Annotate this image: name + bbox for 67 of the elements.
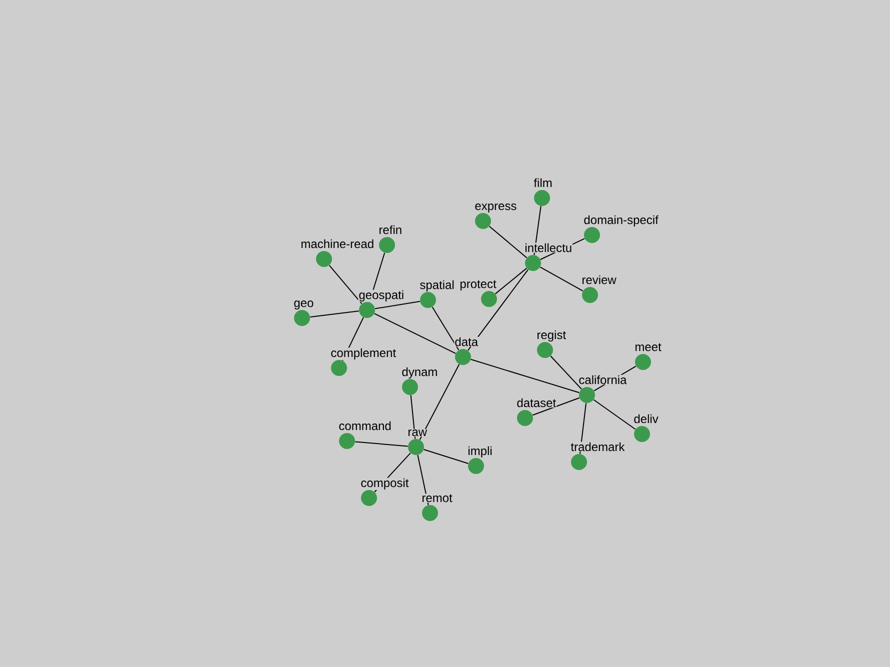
edge-line: [310, 310, 360, 318]
node-label: california: [578, 374, 628, 385]
edge-line: [374, 300, 420, 310]
node-label: review: [581, 274, 617, 285]
node-label: dynam: [401, 366, 438, 379]
edge-line: [419, 364, 460, 440]
node-dot: [579, 387, 595, 403]
edge-line: [550, 356, 582, 390]
node-label: complement: [330, 348, 397, 360]
node-label: film: [533, 178, 553, 188]
node-dot: [537, 342, 553, 358]
node-dot: [634, 426, 650, 442]
edge-line: [354, 441, 408, 447]
node-label: intellectu: [524, 242, 573, 253]
node-dot: [481, 291, 497, 307]
node-dot: [422, 505, 438, 521]
node-dot: [361, 490, 377, 506]
edge-line: [374, 313, 456, 354]
node-label: spatial: [419, 280, 455, 292]
node-dot: [420, 292, 436, 308]
edge-line: [432, 306, 460, 351]
node-dot: [408, 439, 424, 455]
edge-line: [494, 268, 528, 294]
edge-line: [410, 394, 416, 440]
node-dot: [571, 454, 587, 470]
node-label: protect: [459, 280, 497, 291]
node-label: data: [454, 336, 479, 347]
node-label: raw: [407, 429, 428, 437]
node-label: composit: [360, 478, 410, 490]
edge-line: [328, 264, 362, 304]
node-dot: [517, 410, 533, 426]
node-label: remot: [421, 494, 453, 503]
edge-line: [467, 269, 529, 351]
node-dot: [339, 433, 355, 449]
node-label: express: [474, 203, 518, 213]
node-dot: [316, 251, 332, 267]
node-label: dataset: [516, 398, 557, 408]
node-dot: [584, 227, 600, 243]
node-dot: [294, 310, 310, 326]
edge-line: [593, 399, 636, 430]
node-dot: [635, 354, 651, 370]
edge-line: [488, 226, 528, 258]
node-dot: [359, 302, 375, 318]
node-label: trademark: [570, 442, 626, 452]
edge-line: [423, 448, 469, 464]
node-label: impli: [467, 446, 493, 458]
node-dot: [455, 349, 471, 365]
node-dot: [534, 190, 550, 206]
node-label: refin: [378, 224, 403, 235]
node-label: deliv: [633, 414, 659, 424]
node-dot: [525, 255, 541, 271]
node-label: domain-specif: [583, 214, 659, 227]
node-label: machine-read: [300, 238, 375, 249]
node-label: geo: [293, 300, 314, 310]
edge-line: [470, 358, 580, 394]
node-dot: [331, 360, 347, 376]
node-dot: [468, 458, 484, 474]
node-dot: [582, 287, 598, 303]
node-label: regist: [536, 330, 567, 342]
edge-line: [540, 266, 584, 292]
node-label: command: [338, 420, 392, 431]
node-label: geospati: [358, 290, 405, 302]
node-dot: [475, 213, 491, 229]
edge-line: [532, 397, 580, 416]
node-dot: [379, 237, 395, 253]
node-label: meet: [634, 342, 662, 352]
node-dot: [402, 379, 418, 395]
